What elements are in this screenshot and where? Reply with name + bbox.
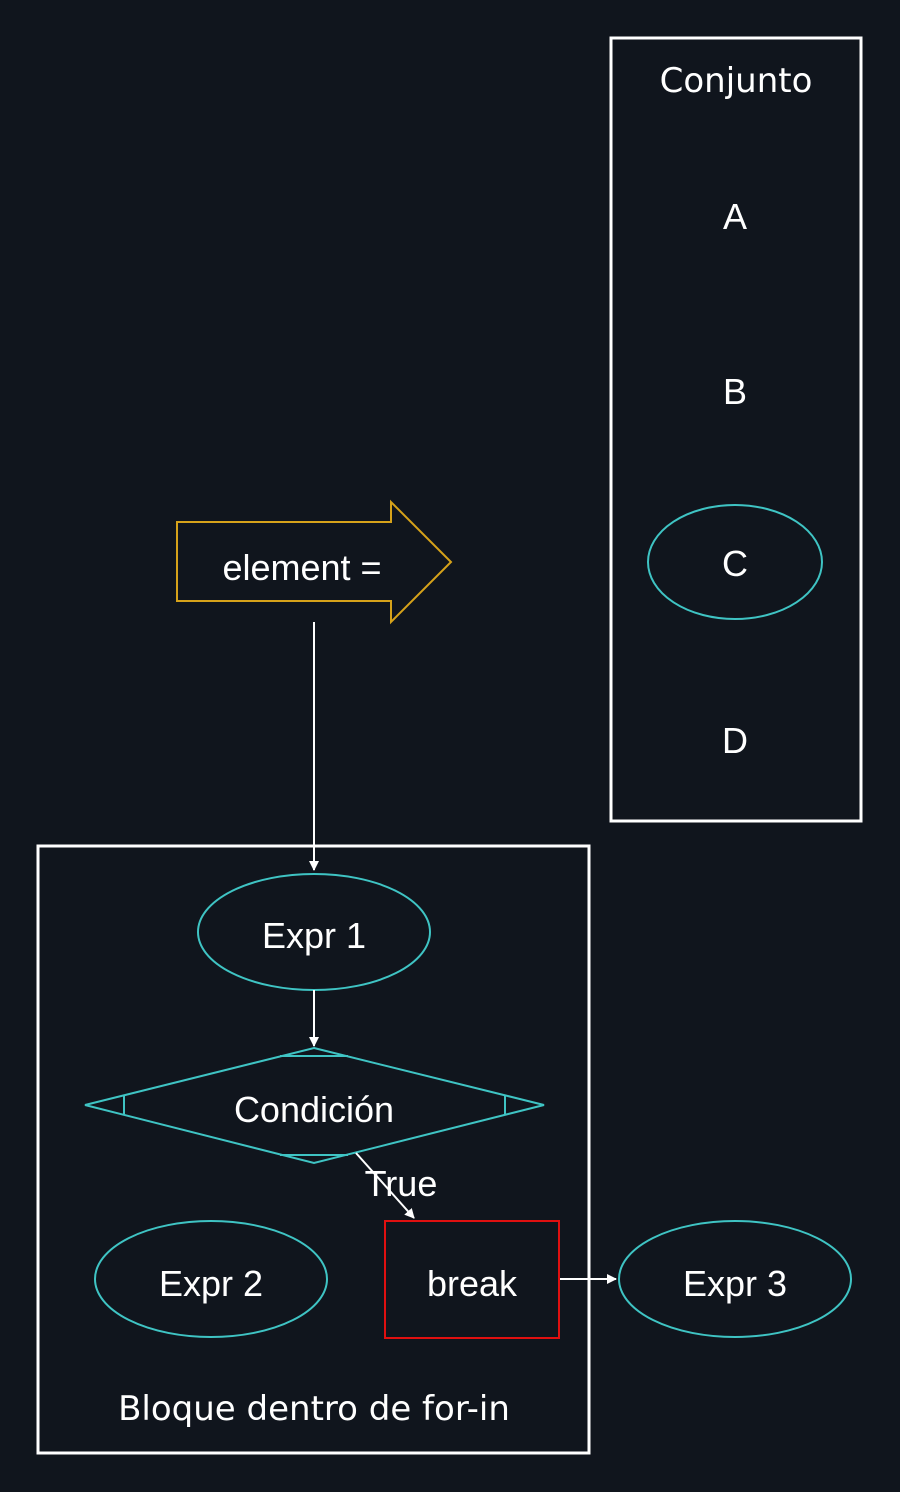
expr3-outline — [618, 1220, 852, 1338]
set-cluster-label: Conjunto — [660, 61, 813, 101]
set-item-a: A — [723, 196, 747, 237]
expr1-label: Expr 1 — [262, 915, 366, 956]
true-edge-label: True — [365, 1163, 438, 1204]
set-item-b: B — [723, 371, 747, 412]
condition-node: Condición — [84, 1046, 545, 1165]
iterator-node: element = — [176, 499, 453, 625]
expr2-label: Expr 2 — [159, 1263, 263, 1304]
loop-cluster: Bloque dentro de for-in Expr 1 Condición… — [36, 844, 591, 1455]
set-cluster-border — [609, 36, 863, 823]
set-item-c: C — [722, 543, 748, 584]
loop-cluster-label: Bloque dentro de for-in — [118, 1389, 510, 1429]
iterator-arrow-shape — [176, 499, 453, 625]
condition-corner-marks — [123, 1055, 506, 1156]
expr3-label: Expr 3 — [683, 1263, 787, 1304]
iterator-label: element = — [222, 547, 381, 588]
break-node-outline — [384, 1220, 560, 1339]
edge-condition-to-break — [355, 1152, 415, 1219]
set-item-d: D — [722, 720, 748, 761]
condition-diamond — [84, 1046, 545, 1165]
expr3-node: Expr 3 — [618, 1220, 852, 1338]
expr2-outline — [94, 1220, 328, 1338]
break-node-label: break — [427, 1263, 518, 1304]
set-cluster: Conjunto A B C D — [609, 36, 863, 823]
condition-label: Condición — [234, 1089, 394, 1130]
set-item-c-outline — [647, 504, 823, 620]
loop-cluster-border — [36, 844, 591, 1455]
